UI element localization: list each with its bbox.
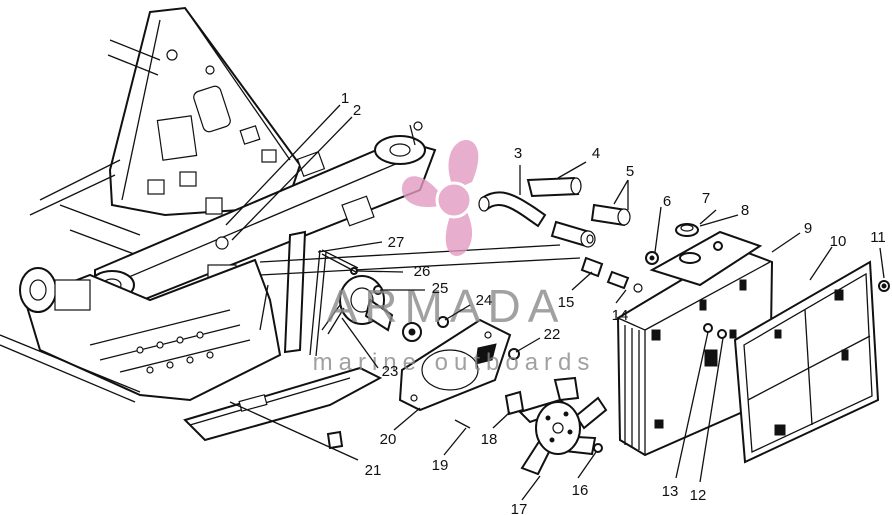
- propeller-icon: [401, 140, 479, 256]
- callout-5: 5: [626, 163, 634, 180]
- callout-24: 24: [476, 292, 493, 309]
- callout-16: 16: [572, 482, 589, 499]
- coolant-hoses: [259, 176, 659, 293]
- water-pump: [321, 249, 449, 342]
- frame-assembly: [0, 6, 437, 442]
- callout-22: 22: [544, 326, 561, 343]
- callout-3: 3: [514, 145, 522, 162]
- callout-6: 6: [663, 193, 671, 210]
- callout-2: 2: [353, 102, 361, 119]
- callout-23: 23: [382, 363, 399, 380]
- callout-8: 8: [741, 202, 749, 219]
- callout-25: 25: [432, 280, 449, 297]
- callout-7: 7: [702, 190, 710, 207]
- cooling-fan: [504, 376, 608, 476]
- callout-15: 15: [558, 294, 575, 311]
- callout-11: 11: [870, 229, 886, 246]
- watermark-logo: ARMADA marine outboards: [313, 140, 596, 376]
- leader-lines: [225, 104, 885, 501]
- bolt-21: [326, 430, 344, 450]
- fan-shroud-bracket: [398, 318, 520, 429]
- callout-21: 21: [365, 462, 382, 479]
- watermark-brand: ARMADA: [327, 280, 566, 332]
- callout-4: 4: [592, 145, 600, 162]
- callout-18: 18: [481, 431, 498, 448]
- callout-20: 20: [380, 431, 397, 448]
- callout-1: 1: [341, 90, 349, 107]
- radiator: [616, 223, 774, 457]
- callout-26: 26: [414, 263, 431, 280]
- callout-labels: 1 2 3 4 5 6 7 8 9 10 11 12 13 14 15 16 1…: [341, 90, 886, 515]
- callout-10: 10: [830, 233, 847, 250]
- callout-12: 12: [690, 487, 707, 504]
- watermark-tagline: marine outboards: [313, 349, 596, 376]
- callout-9: 9: [804, 220, 812, 237]
- callout-17: 17: [511, 501, 528, 515]
- callout-19: 19: [432, 457, 449, 474]
- callout-13: 13: [662, 483, 679, 500]
- radiator-screen: [733, 260, 890, 464]
- callout-14: 14: [612, 307, 629, 324]
- callout-27: 27: [388, 234, 405, 251]
